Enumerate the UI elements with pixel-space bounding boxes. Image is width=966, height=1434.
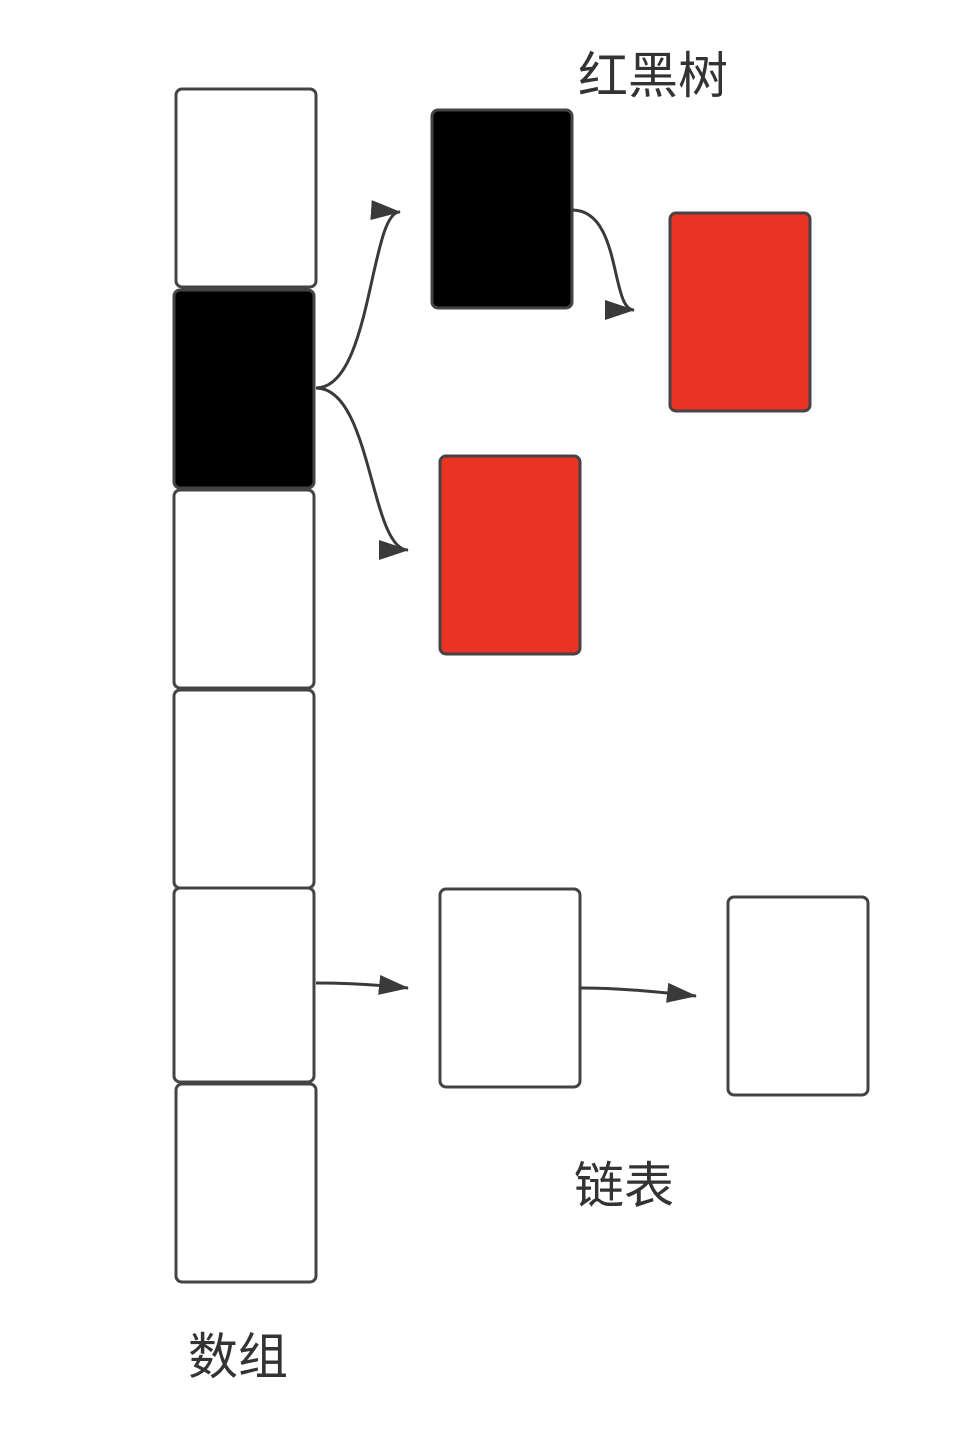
tree-node-black — [430, 108, 574, 310]
tree-node-red — [438, 454, 582, 656]
edge-array-to-tree-root — [315, 200, 401, 390]
array-slot — [172, 488, 316, 690]
linked-list-label: 链表 — [574, 1157, 674, 1215]
edge-tree-root-to-right-red — [571, 208, 635, 320]
edge-array-to-list-head — [315, 974, 409, 995]
array-slot — [172, 688, 316, 890]
array-slot — [174, 87, 318, 289]
list-node — [726, 895, 870, 1097]
edges — [315, 200, 697, 1003]
array-slot-black — [172, 288, 316, 490]
linked-list — [438, 887, 870, 1097]
tree-node-red — [668, 211, 812, 413]
red-black-tree — [430, 108, 812, 656]
edge-array-to-left-red — [315, 386, 409, 560]
red-black-tree-label: 红黑树 — [578, 47, 728, 105]
array-slot — [174, 1082, 318, 1284]
array-label: 数组 — [188, 1328, 288, 1386]
array-slot — [172, 886, 316, 1084]
array-column — [172, 87, 318, 1284]
list-node — [438, 887, 582, 1089]
edge-list-next — [579, 982, 697, 1003]
